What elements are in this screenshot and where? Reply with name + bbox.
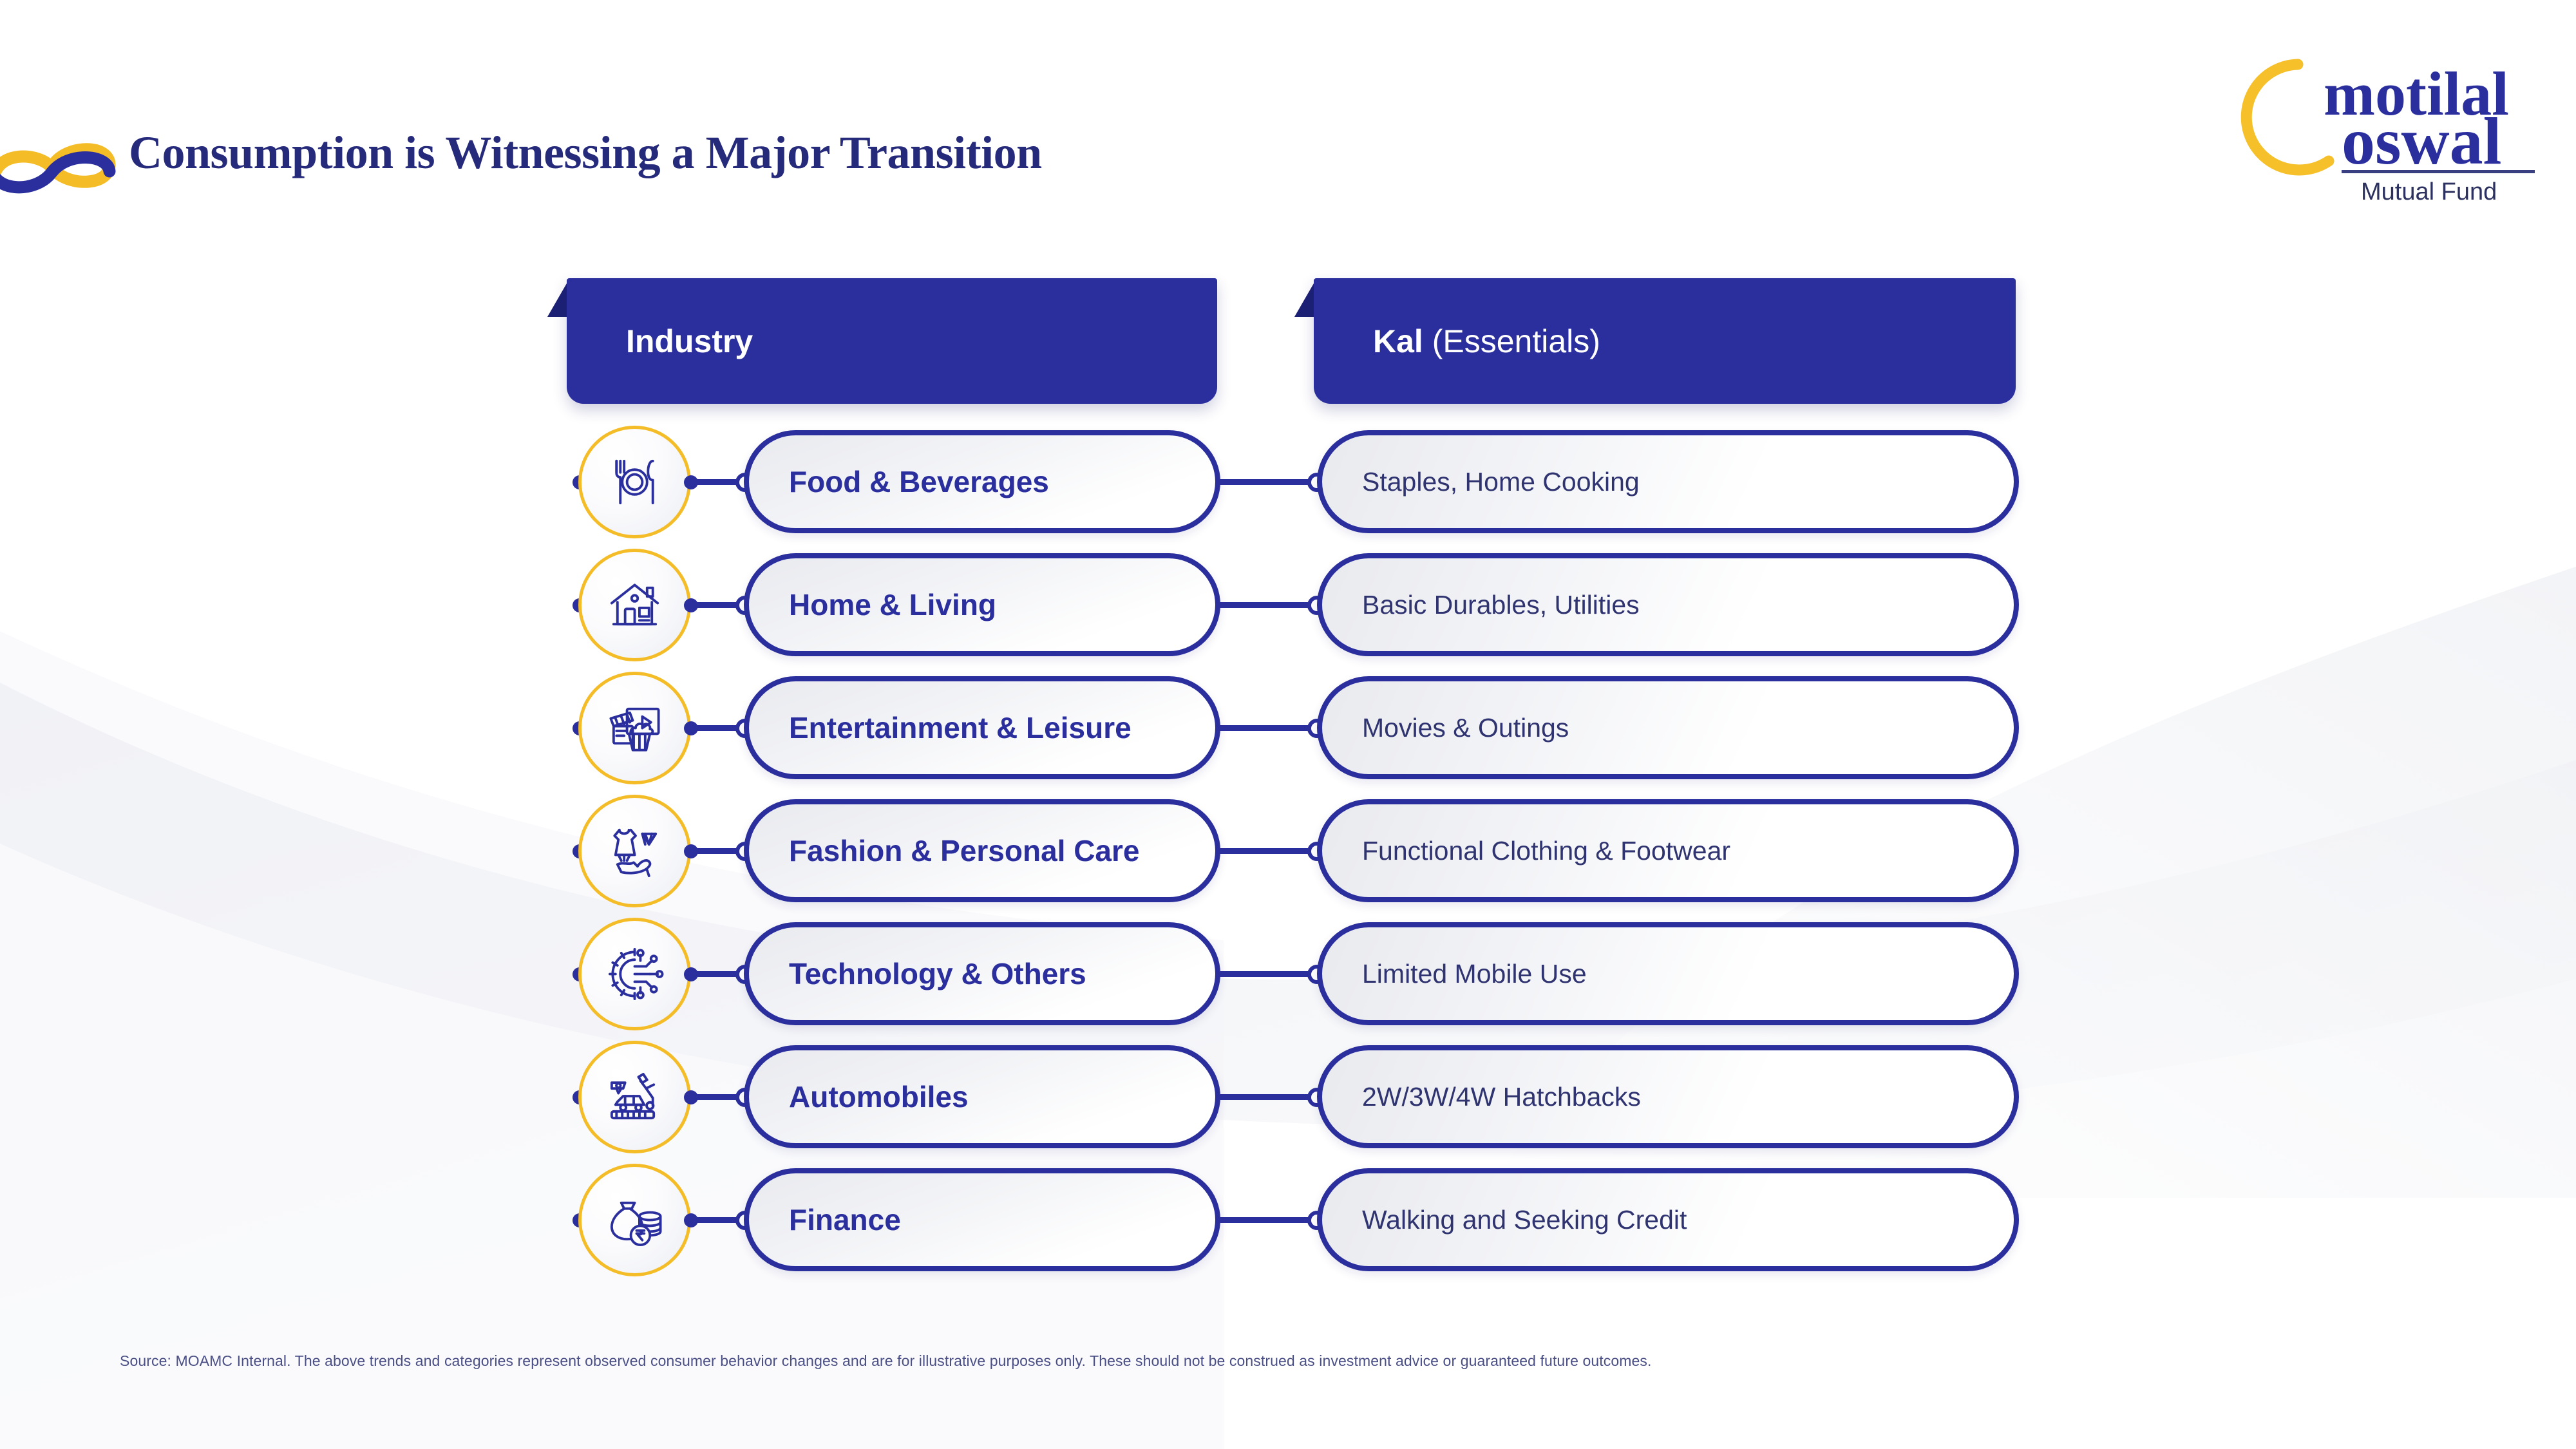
connector-line-industry-to-kal (1217, 971, 1317, 977)
connector-line-industry-to-kal (1217, 848, 1317, 854)
car-assembly-icon (578, 1041, 691, 1153)
column-header-kal-label: Kal (1373, 323, 1423, 359)
industry-label: Technology & Others (789, 957, 1086, 990)
svg-text:Mutual Fund: Mutual Fund (2361, 178, 2497, 205)
gear-circuit-icon (578, 918, 691, 1030)
connector-line-icon-to-industry (691, 479, 744, 485)
kal-label: Basic Durables, Utilities (1362, 589, 1640, 620)
house-icon (578, 549, 691, 661)
industry-label: Automobiles (789, 1080, 969, 1113)
industry-pill[interactable]: Technology & Others (744, 922, 1220, 1025)
ribbon-fold-icon (547, 283, 567, 317)
page-title: Consumption is Witnessing a Major Transi… (129, 127, 1042, 178)
industry-label: Entertainment & Leisure (789, 711, 1132, 744)
industry-label: Finance (789, 1203, 901, 1236)
connector-line-industry-to-kal (1217, 602, 1317, 608)
clapperboard-popcorn-icon (578, 672, 691, 784)
diagram-row: Fashion & Personal Care Functional Cloth… (0, 795, 2576, 907)
kal-label: Staples, Home Cooking (1362, 466, 1640, 497)
column-header-industry-label: Industry (626, 323, 753, 359)
industry-label: Home & Living (789, 588, 997, 621)
industry-pill[interactable]: Home & Living (744, 553, 1220, 656)
kal-pill[interactable]: Basic Durables, Utilities (1317, 553, 2019, 656)
infinity-loop-icon (0, 135, 117, 206)
ribbon-fold-icon (1294, 283, 1314, 317)
connector-line-industry-to-kal (1217, 479, 1317, 485)
kal-label: 2W/3W/4W Hatchbacks (1362, 1081, 1641, 1112)
column-header-kal-sublabel: (Essentials) (1423, 323, 1600, 359)
diagram-row: Entertainment & Leisure Movies & Outings (0, 672, 2576, 784)
industry-pill[interactable]: Food & Beverages (744, 430, 1220, 533)
kal-label: Functional Clothing & Footwear (1362, 835, 1731, 866)
cutlery-plate-icon (578, 426, 691, 538)
kal-pill[interactable]: Limited Mobile Use (1317, 922, 2019, 1025)
kal-pill[interactable]: Staples, Home Cooking (1317, 430, 2019, 533)
diagram-row: Home & Living Basic Durables, Utilities (0, 549, 2576, 661)
kal-pill[interactable]: Walking and Seeking Credit (1317, 1168, 2019, 1271)
column-header-industry: Industry (547, 278, 1217, 404)
industry-pill[interactable]: Fashion & Personal Care (744, 799, 1220, 902)
kal-label: Limited Mobile Use (1362, 958, 1587, 989)
connector-line-industry-to-kal (1217, 725, 1317, 731)
slide-header: Consumption is Witnessing a Major Transi… (0, 0, 2576, 258)
diagram-row: Technology & Others Limited Mobile Use (0, 918, 2576, 1030)
connector-line-industry-to-kal (1217, 1217, 1317, 1223)
source-footnote: Source: MOAMC Internal. The above trends… (120, 1352, 1652, 1369)
column-header-kal: Kal (Essentials) (1294, 278, 2016, 404)
dress-heel-diamond-icon (578, 795, 691, 907)
kal-pill[interactable]: 2W/3W/4W Hatchbacks (1317, 1045, 2019, 1148)
diagram-row: Finance Walking and Seeking Credit (0, 1164, 2576, 1276)
diagram-row: Automobiles 2W/3W/4W Hatchbacks (0, 1041, 2576, 1153)
kal-pill[interactable]: Functional Clothing & Footwear (1317, 799, 2019, 902)
money-bag-coins-icon (578, 1164, 691, 1276)
industry-pill[interactable]: Automobiles (744, 1045, 1220, 1148)
industry-label: Fashion & Personal Care (789, 834, 1140, 867)
svg-text:motilal: motilal (2324, 59, 2509, 128)
industry-label: Food & Beverages (789, 465, 1049, 498)
connector-line-icon-to-industry (691, 602, 744, 608)
svg-text:oswal: oswal (2342, 104, 2501, 178)
industry-pill[interactable]: Finance (744, 1168, 1220, 1271)
kal-label: Movies & Outings (1362, 712, 1569, 743)
kal-label: Walking and Seeking Credit (1362, 1204, 1687, 1235)
connector-line-industry-to-kal (1217, 1094, 1317, 1100)
brand-logo: motilal oswal Mutual Fund (2215, 37, 2550, 205)
kal-pill[interactable]: Movies & Outings (1317, 676, 2019, 779)
diagram-row: Food & Beverages Staples, Home Cooking (0, 426, 2576, 538)
industry-pill[interactable]: Entertainment & Leisure (744, 676, 1220, 779)
